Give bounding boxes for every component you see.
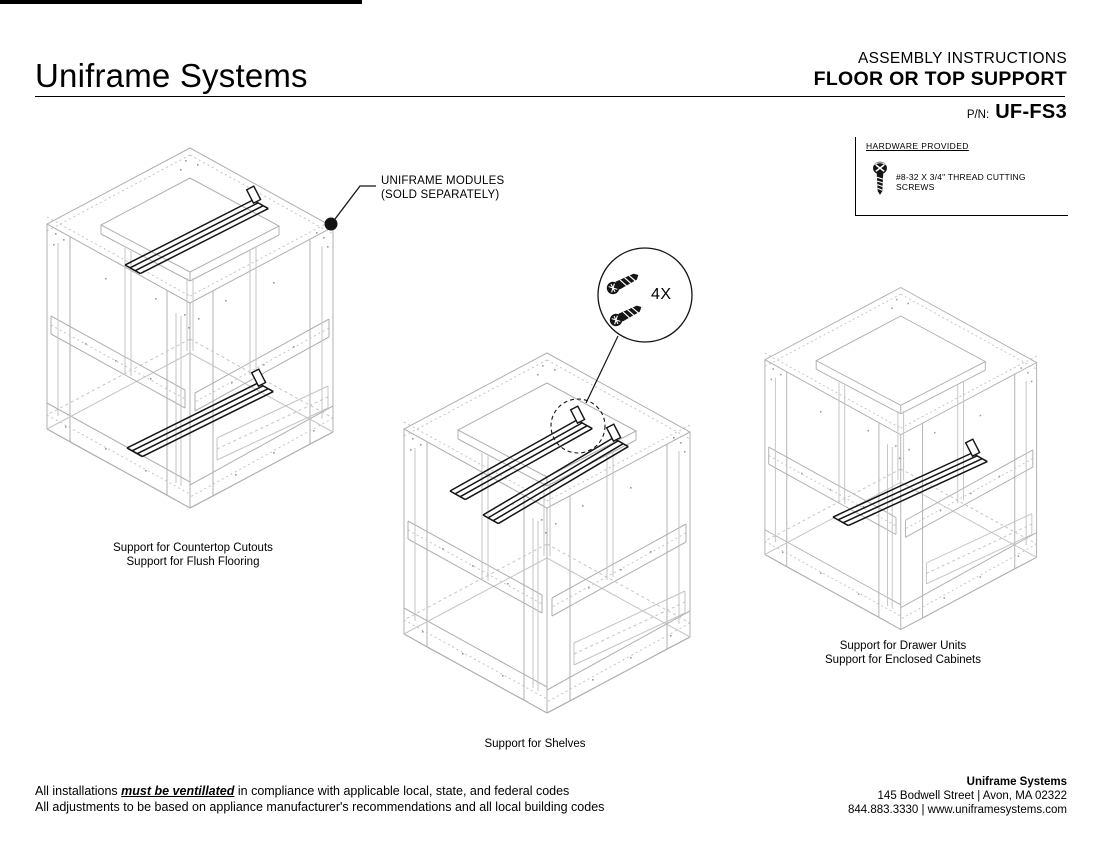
compliance-emphasis: must be ventillated: [121, 784, 235, 798]
header-divider: [35, 96, 1065, 97]
company-contact-block: Uniframe Systems 145 Bodwell Street | Av…: [848, 775, 1067, 817]
figure-countertop-support: [45, 147, 376, 509]
contact-address: 145 Bodwell Street | Avon, MA 02322: [877, 790, 1067, 802]
hardware-box-heading: HARDWARE PROVIDED: [866, 141, 969, 151]
contact-phone-web: 844.883.3330 | www.uniframesystems.com: [847, 804, 1067, 816]
callout-dot: [324, 217, 338, 231]
hardware-item-label: #8-32 X 3/4" THREAD CUTTING SCREWS: [896, 172, 1026, 192]
modules-callout-line1: UNIFRAME MODULES: [381, 175, 505, 187]
compliance-note: All installations must be ventillated in…: [35, 784, 604, 815]
caption-line: Support for Flush Flooring: [126, 556, 260, 568]
contact-company: Uniframe Systems: [966, 776, 1067, 788]
company-title: Uniframe Systems: [35, 57, 308, 94]
figure-shelf-support: [402, 352, 692, 714]
caption-drawer-support: Support for Drawer Units Support for Enc…: [778, 639, 1028, 667]
callout-leader-line: [334, 185, 376, 220]
compliance-line1: All installations must be ventillated in…: [35, 784, 604, 800]
compliance-text: in compliance with applicable local, sta…: [234, 784, 570, 798]
support-rail-dark: [482, 423, 629, 525]
doc-subtitle: ASSEMBLY INSTRUCTIONS: [858, 50, 1067, 67]
caption-line: Support for Shelves: [484, 738, 586, 750]
caption-line: Support for Countertop Cutouts: [113, 542, 273, 554]
compliance-line2: All adjustments to be based on appliance…: [35, 799, 605, 814]
caption-shelf-support: Support for Shelves: [410, 737, 660, 751]
hardware-provided-box: HARDWARE PROVIDED #8-32 X 3/4" THREAD CU…: [855, 137, 1068, 216]
screw-icon: [609, 305, 642, 327]
document-type-block: ASSEMBLY INSTRUCTIONS FLOOR OR TOP SUPPO…: [814, 50, 1067, 90]
detail-bubble: [585, 247, 693, 404]
scan-edge-strip: [0, 0, 362, 4]
doc-title: FLOOR OR TOP SUPPORT: [813, 67, 1067, 90]
part-number-row: P/N: UF-FS3: [967, 101, 1067, 124]
figure-drawer-support: [763, 286, 1038, 630]
screw-icon: [606, 273, 639, 295]
quantity-label: 4X: [651, 286, 672, 303]
thread-cutting-screw-icon: [873, 161, 887, 195]
support-rail-dark: [126, 368, 274, 458]
part-number-value: UF-FS3: [995, 101, 1067, 123]
support-rail-dark: [832, 438, 988, 527]
support-rail-dark: [449, 405, 593, 501]
bubble-leader-line: [585, 335, 619, 404]
modules-callout: UNIFRAME MODULES (SOLD SEPARATELY): [381, 175, 504, 202]
caption-line: Support for Drawer Units: [839, 640, 967, 652]
part-number-label: P/N:: [966, 109, 990, 121]
detail-circle: [550, 398, 606, 454]
caption-line: Support for Enclosed Cabinets: [825, 654, 981, 666]
support-rail-dark: [124, 185, 269, 275]
caption-countertop-support: Support for Countertop Cutouts Support f…: [68, 541, 318, 569]
compliance-text: All installations: [35, 784, 122, 798]
modules-callout-line2: (SOLD SEPARATELY): [381, 188, 500, 201]
